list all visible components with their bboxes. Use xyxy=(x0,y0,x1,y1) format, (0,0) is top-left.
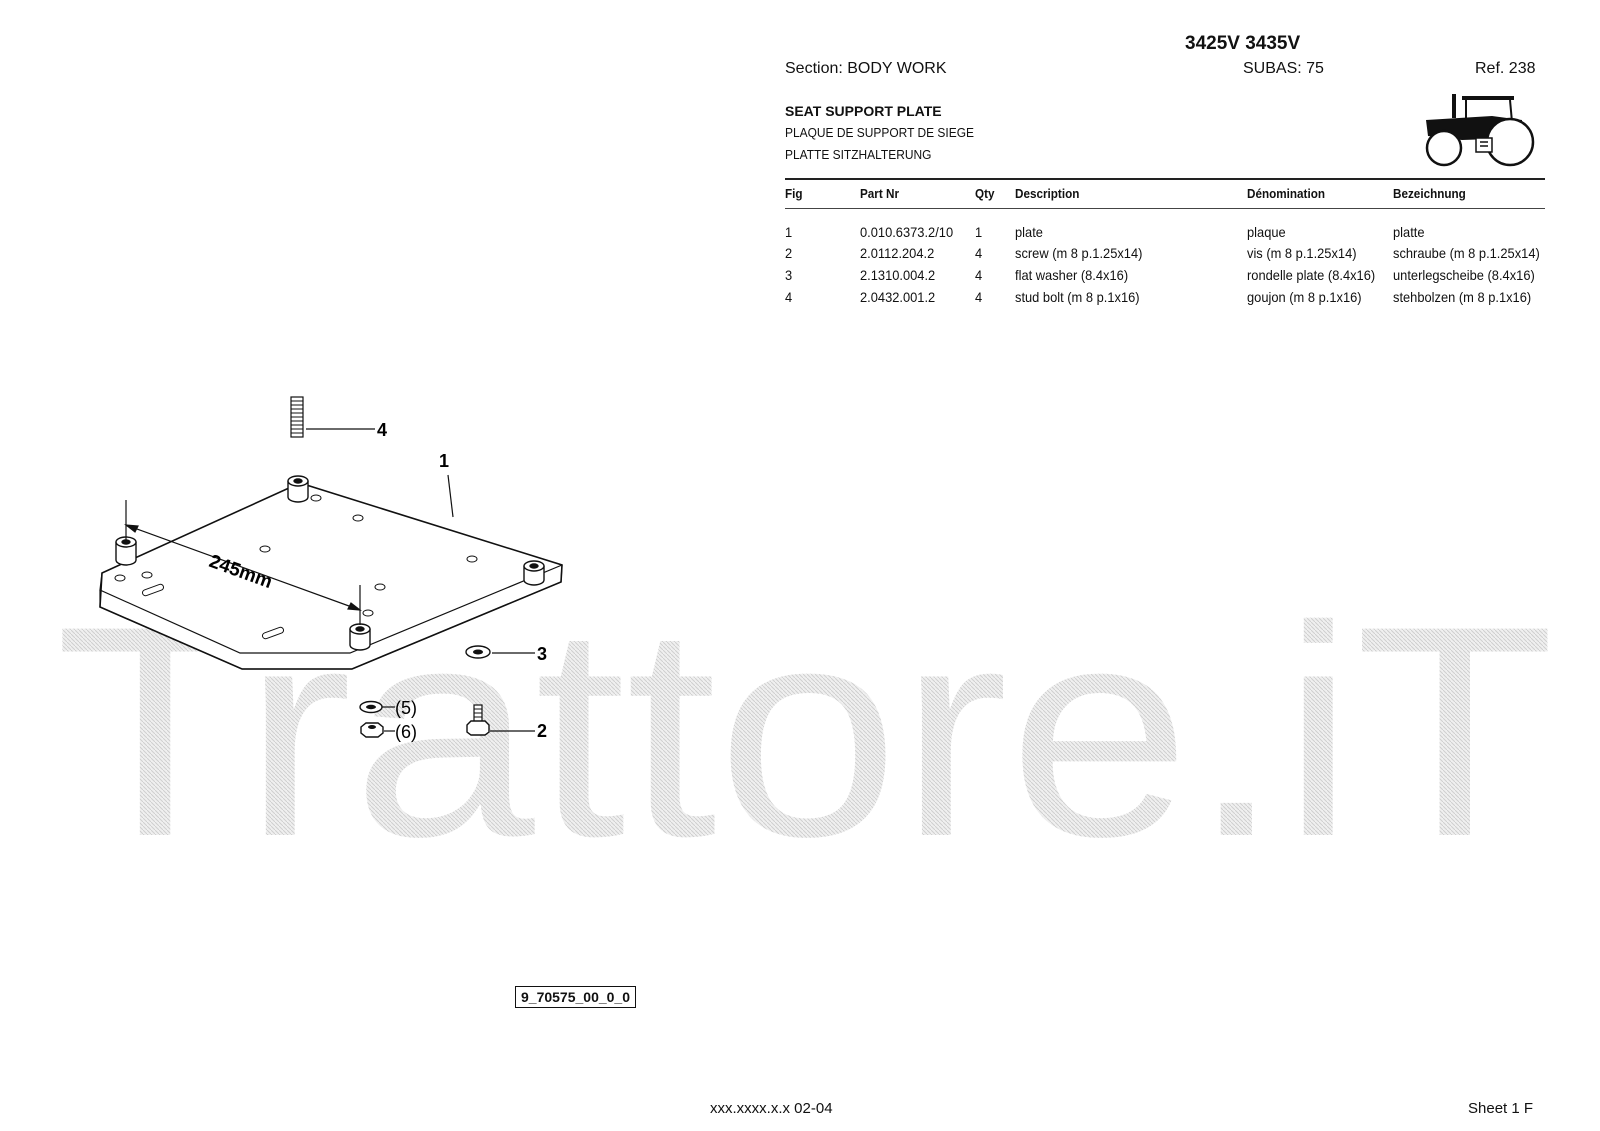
table-row: 3 2.1310.004.2 4 flat washer (8.4x16) ro… xyxy=(785,267,1535,283)
nut-icon xyxy=(360,722,384,738)
col-part: Part Nr xyxy=(860,186,900,201)
table-row: 2 2.0112.204.2 4 screw (m 8 p.1.25x14) v… xyxy=(785,245,1540,261)
footer-sheet: Sheet 1 F xyxy=(1468,1100,1534,1117)
callout-3: 3 xyxy=(537,644,547,664)
washer-5-icon xyxy=(359,700,383,714)
exploded-drawing: 245mm 4 1 3 (5) (6) 2 xyxy=(99,396,563,742)
col-fig: Fig xyxy=(785,186,803,201)
callout-1: 1 xyxy=(439,451,449,471)
subas-label: SUBAS: 75 xyxy=(1243,60,1324,77)
title-german: PLATTE SITZHALTERUNG xyxy=(785,147,932,162)
dimension-line xyxy=(124,500,362,625)
col-bezeichnung: Bezeichnung xyxy=(1393,186,1466,201)
callout-4: 4 xyxy=(377,420,387,440)
table-row: 1 0.010.6373.2/10 1 plate plaque platte xyxy=(785,224,1425,240)
plate-bosses xyxy=(115,475,545,651)
title-english: SEAT SUPPORT PLATE xyxy=(785,103,942,119)
ref-label: Ref. 238 xyxy=(1475,60,1536,77)
table-row: 4 2.0432.001.2 4 stud bolt (m 8 p.1x16) … xyxy=(785,289,1532,305)
tractor-icon xyxy=(1425,94,1535,167)
callout-5: (5) xyxy=(395,698,417,718)
drawing-id-box: 9_70575_00_0_0 xyxy=(515,986,637,1008)
callout-2: 2 xyxy=(537,721,547,741)
footer-code: xxx.xxxx.x.x 02-04 xyxy=(710,1100,833,1117)
stud-bolt-icon xyxy=(290,396,304,438)
section-label: Section: BODY WORK xyxy=(785,60,947,77)
title-french: PLAQUE DE SUPPORT DE SIEGE xyxy=(785,125,974,140)
col-denomination: Dénomination xyxy=(1247,186,1326,201)
screw-icon xyxy=(466,704,490,736)
model-numbers: 3425V 3435V xyxy=(1185,33,1301,54)
col-qty: Qty xyxy=(975,186,995,201)
callout-6: (6) xyxy=(395,722,417,742)
seat-support-plate xyxy=(99,482,563,670)
col-description: Description xyxy=(1015,186,1080,201)
washer-icon xyxy=(465,645,491,659)
